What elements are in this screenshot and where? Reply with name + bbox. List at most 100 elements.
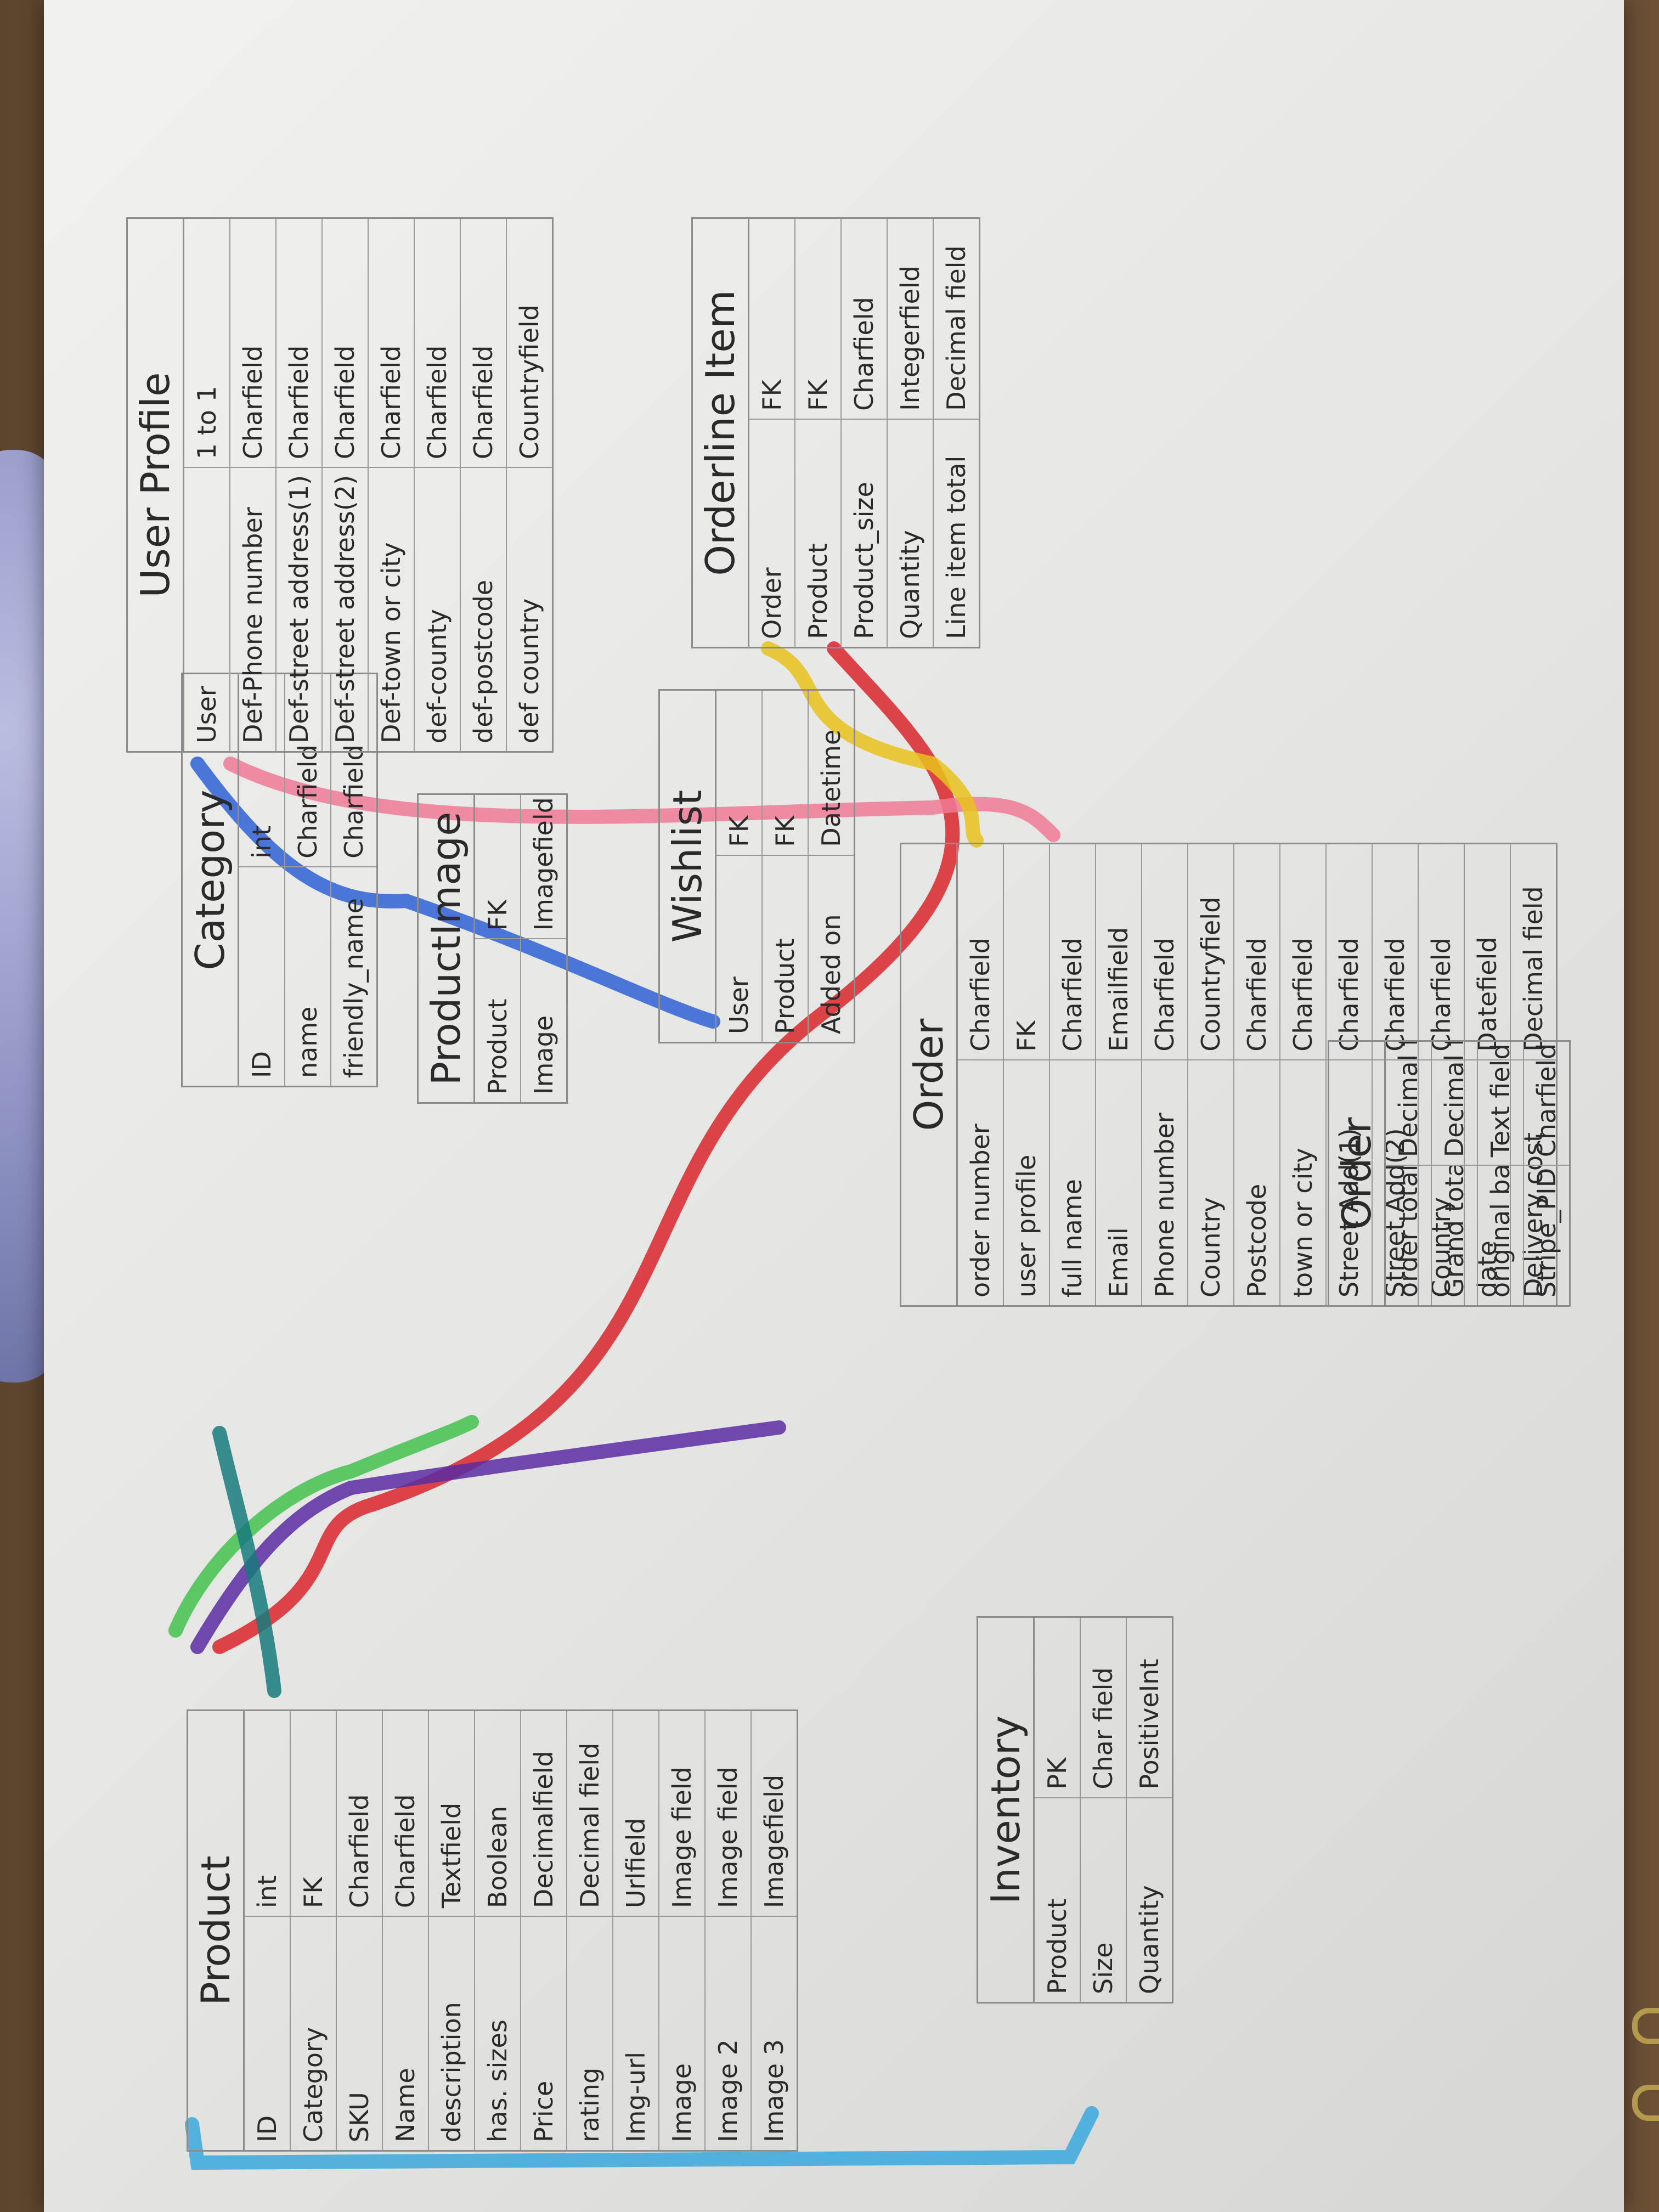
field-name: description — [429, 1916, 474, 2150]
field-type: Urlfield — [621, 1818, 651, 1909]
field-type: Char field — [1088, 1667, 1118, 1790]
field-name: order total — [1386, 1165, 1431, 1305]
field-name: Def-town or city — [369, 467, 414, 751]
field-name: Postcode — [1234, 1059, 1279, 1305]
field-type: Charfield — [1058, 938, 1087, 1052]
table-title: Wishlist — [660, 691, 716, 1042]
field-type: Imagefield — [529, 797, 558, 931]
field-type: FK — [1012, 1020, 1041, 1052]
field-name: Name — [383, 1916, 428, 2150]
field-type: Charfield — [422, 345, 452, 460]
field-type: Decimal field — [575, 1742, 605, 1909]
field-name: Size — [1081, 1797, 1126, 2002]
table-title: User Profile — [128, 219, 184, 751]
field-name: Image — [659, 1916, 704, 2150]
table-title: Order — [1329, 1042, 1386, 1305]
field-name: Def-Phone number — [230, 467, 275, 751]
table-row: full name Charfield — [1050, 844, 1096, 1305]
field-type: Charfield — [966, 938, 995, 1052]
field-type: Charfield — [284, 345, 314, 460]
field-name: friendly_name — [331, 866, 376, 1086]
field-name: Def-street address(2) — [323, 467, 368, 751]
table-row: Image Imagefield — [521, 795, 566, 1102]
field-type: Charfield — [1334, 938, 1364, 1052]
field-name: Category — [291, 1916, 336, 2150]
field-name: order number — [958, 1059, 1003, 1305]
field-type: 1 to 1 — [192, 386, 222, 460]
table-row: Def-Phone number Charfield — [230, 219, 276, 751]
table-title: Order — [901, 844, 958, 1305]
field-type: Decimal field — [1440, 1042, 1469, 1158]
field-name: Product — [1035, 1797, 1080, 2002]
field-type: Charfield — [345, 1794, 374, 1909]
field-name: full name — [1050, 1059, 1095, 1305]
table-title: Product — [188, 1711, 245, 2150]
binder-ring — [1632, 2008, 1659, 2044]
field-type: Charfield — [1288, 938, 1318, 1052]
field-type: Charfield — [1426, 938, 1456, 1052]
table-title: Orderline Item — [693, 219, 749, 647]
field-type: Charfield — [849, 297, 879, 411]
table-row: ID int — [245, 1711, 291, 2150]
field-name: Order — [749, 418, 794, 647]
field-type: Decimal field — [1393, 1042, 1423, 1158]
field-name: Added on — [809, 854, 854, 1042]
binder-ring — [1632, 2085, 1659, 2121]
field-name: Phone number — [1142, 1059, 1187, 1305]
field-type: Integerfield — [895, 266, 925, 411]
table-row: Grand total Decimal field — [1432, 1042, 1478, 1305]
field-type: PK — [1042, 1757, 1072, 1790]
field-name: User — [716, 854, 761, 1042]
table-row: Def-street address(1) Charfield — [276, 219, 323, 751]
table-row: town or city Charfield — [1280, 844, 1327, 1305]
field-name: Email — [1096, 1059, 1141, 1305]
field-name: Price — [521, 1916, 566, 2150]
field-type: FK — [803, 380, 833, 411]
field-type: Charfield — [1532, 1043, 1561, 1158]
table-row: Size Char field — [1081, 1618, 1127, 2002]
field-type: Charfield — [238, 345, 268, 460]
field-name: ID — [245, 1916, 290, 2150]
field-name: Grand total — [1432, 1165, 1477, 1305]
field-name: ID — [239, 866, 284, 1086]
field-type: Imagefield — [759, 1774, 789, 1909]
field-type: FK — [298, 1877, 328, 1909]
field-name: Image — [521, 938, 566, 1102]
field-type: Datefield — [1472, 936, 1502, 1052]
field-name: Quantity — [1127, 1797, 1172, 2002]
field-name: Def-street address(1) — [276, 467, 321, 751]
field-type: Boolean — [483, 1805, 512, 1909]
field-name: Image 3 — [752, 1916, 797, 2150]
table-row: Def-street address(2)Charfield — [323, 219, 369, 751]
table-row: Product PK — [1035, 1618, 1081, 2002]
field-type: int — [252, 1875, 282, 1909]
field-name: town or city — [1280, 1059, 1325, 1305]
field-name: Line item total — [934, 418, 979, 647]
field-type: FK — [757, 380, 787, 411]
table-row: order total Decimal field — [1386, 1042, 1432, 1305]
field-type: Decimal field — [941, 245, 971, 411]
field-type: Charfield — [1380, 938, 1410, 1052]
field-name: User — [184, 467, 229, 751]
